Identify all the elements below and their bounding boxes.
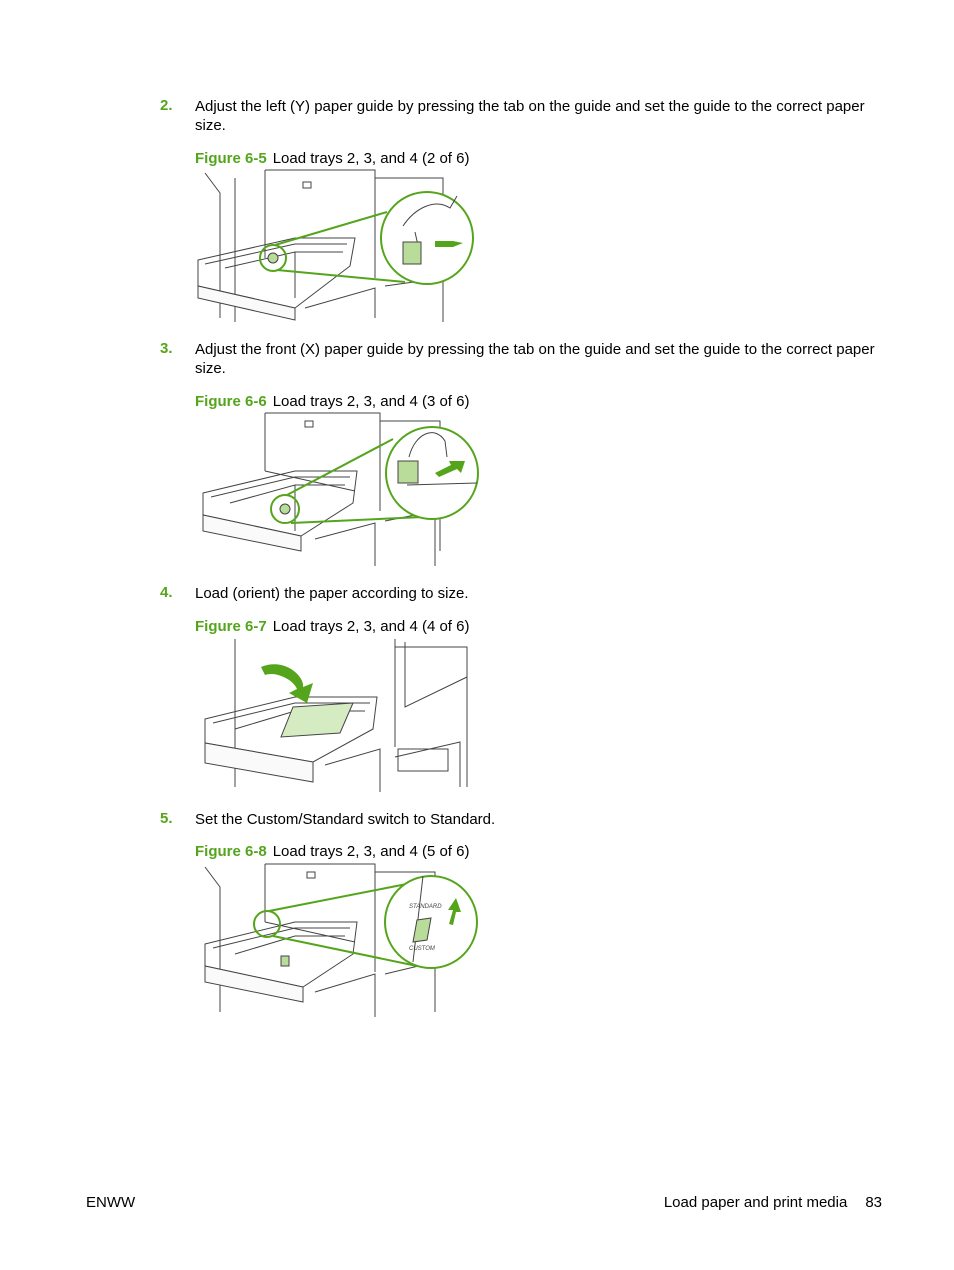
- figure-caption: Figure 6-5 Load trays 2, 3, and 4 (2 of 6…: [195, 150, 469, 167]
- printer-tray-illustration: STANDARD CUSTOM: [204, 863, 478, 1017]
- step-text: Load (orient) the paper according to siz…: [195, 585, 469, 602]
- step-text: Set the Custom/Standard switch to Standa…: [195, 811, 496, 828]
- figure-6-5-illustration: [195, 168, 480, 322]
- figure-label: Figure 6-6: [195, 393, 267, 410]
- standard-switch-label: STANDARD: [409, 904, 442, 910]
- figure-caption-text: Load trays 2, 3, and 4 (3 of 6): [272, 393, 470, 410]
- figure-label: Figure 6-8: [195, 843, 267, 860]
- step-number: 2.: [160, 97, 173, 114]
- custom-switch-label: CUSTOM: [409, 946, 435, 952]
- figure-caption: Figure 6-7 Load trays 2, 3, and 4 (4 of 6…: [195, 618, 469, 635]
- printer-tray-illustration: [197, 169, 474, 322]
- figure-label: Figure 6-5: [195, 150, 267, 167]
- figure-6-6-illustration: [195, 411, 485, 566]
- step-number: 3.: [160, 340, 173, 357]
- step-number: 5.: [160, 810, 173, 827]
- figure-6-7-illustration: [195, 637, 470, 792]
- figure-caption: Figure 6-6 Load trays 2, 3, and 4 (3 of 6…: [195, 393, 469, 410]
- footer-label: ENWW: [86, 1194, 136, 1211]
- figure-caption-text: Load trays 2, 3, and 4 (2 of 6): [272, 150, 470, 167]
- page-number: 83: [865, 1194, 882, 1211]
- figure-caption-text: Load trays 2, 3, and 4 (5 of 6): [272, 843, 470, 860]
- figure-caption-text: Load trays 2, 3, and 4 (4 of 6): [272, 618, 470, 635]
- figure-6-8-illustration: STANDARD CUSTOM: [195, 862, 480, 1017]
- step-text: Adjust the left (Y) paper guide by press…: [195, 98, 865, 134]
- figure-caption: Figure 6-8 Load trays 2, 3, and 4 (5 of 6…: [195, 843, 469, 860]
- footer-section-title: Load paper and print media: [663, 1194, 848, 1211]
- printer-tray-illustration: [202, 412, 479, 566]
- step-text: Adjust the front (X) paper guide by pres…: [195, 341, 875, 377]
- step-number: 4.: [160, 584, 173, 601]
- printer-tray-illustration: [204, 639, 468, 792]
- footer-section: Load paper and print media 83: [664, 1194, 882, 1211]
- figure-label: Figure 6-7: [195, 618, 267, 635]
